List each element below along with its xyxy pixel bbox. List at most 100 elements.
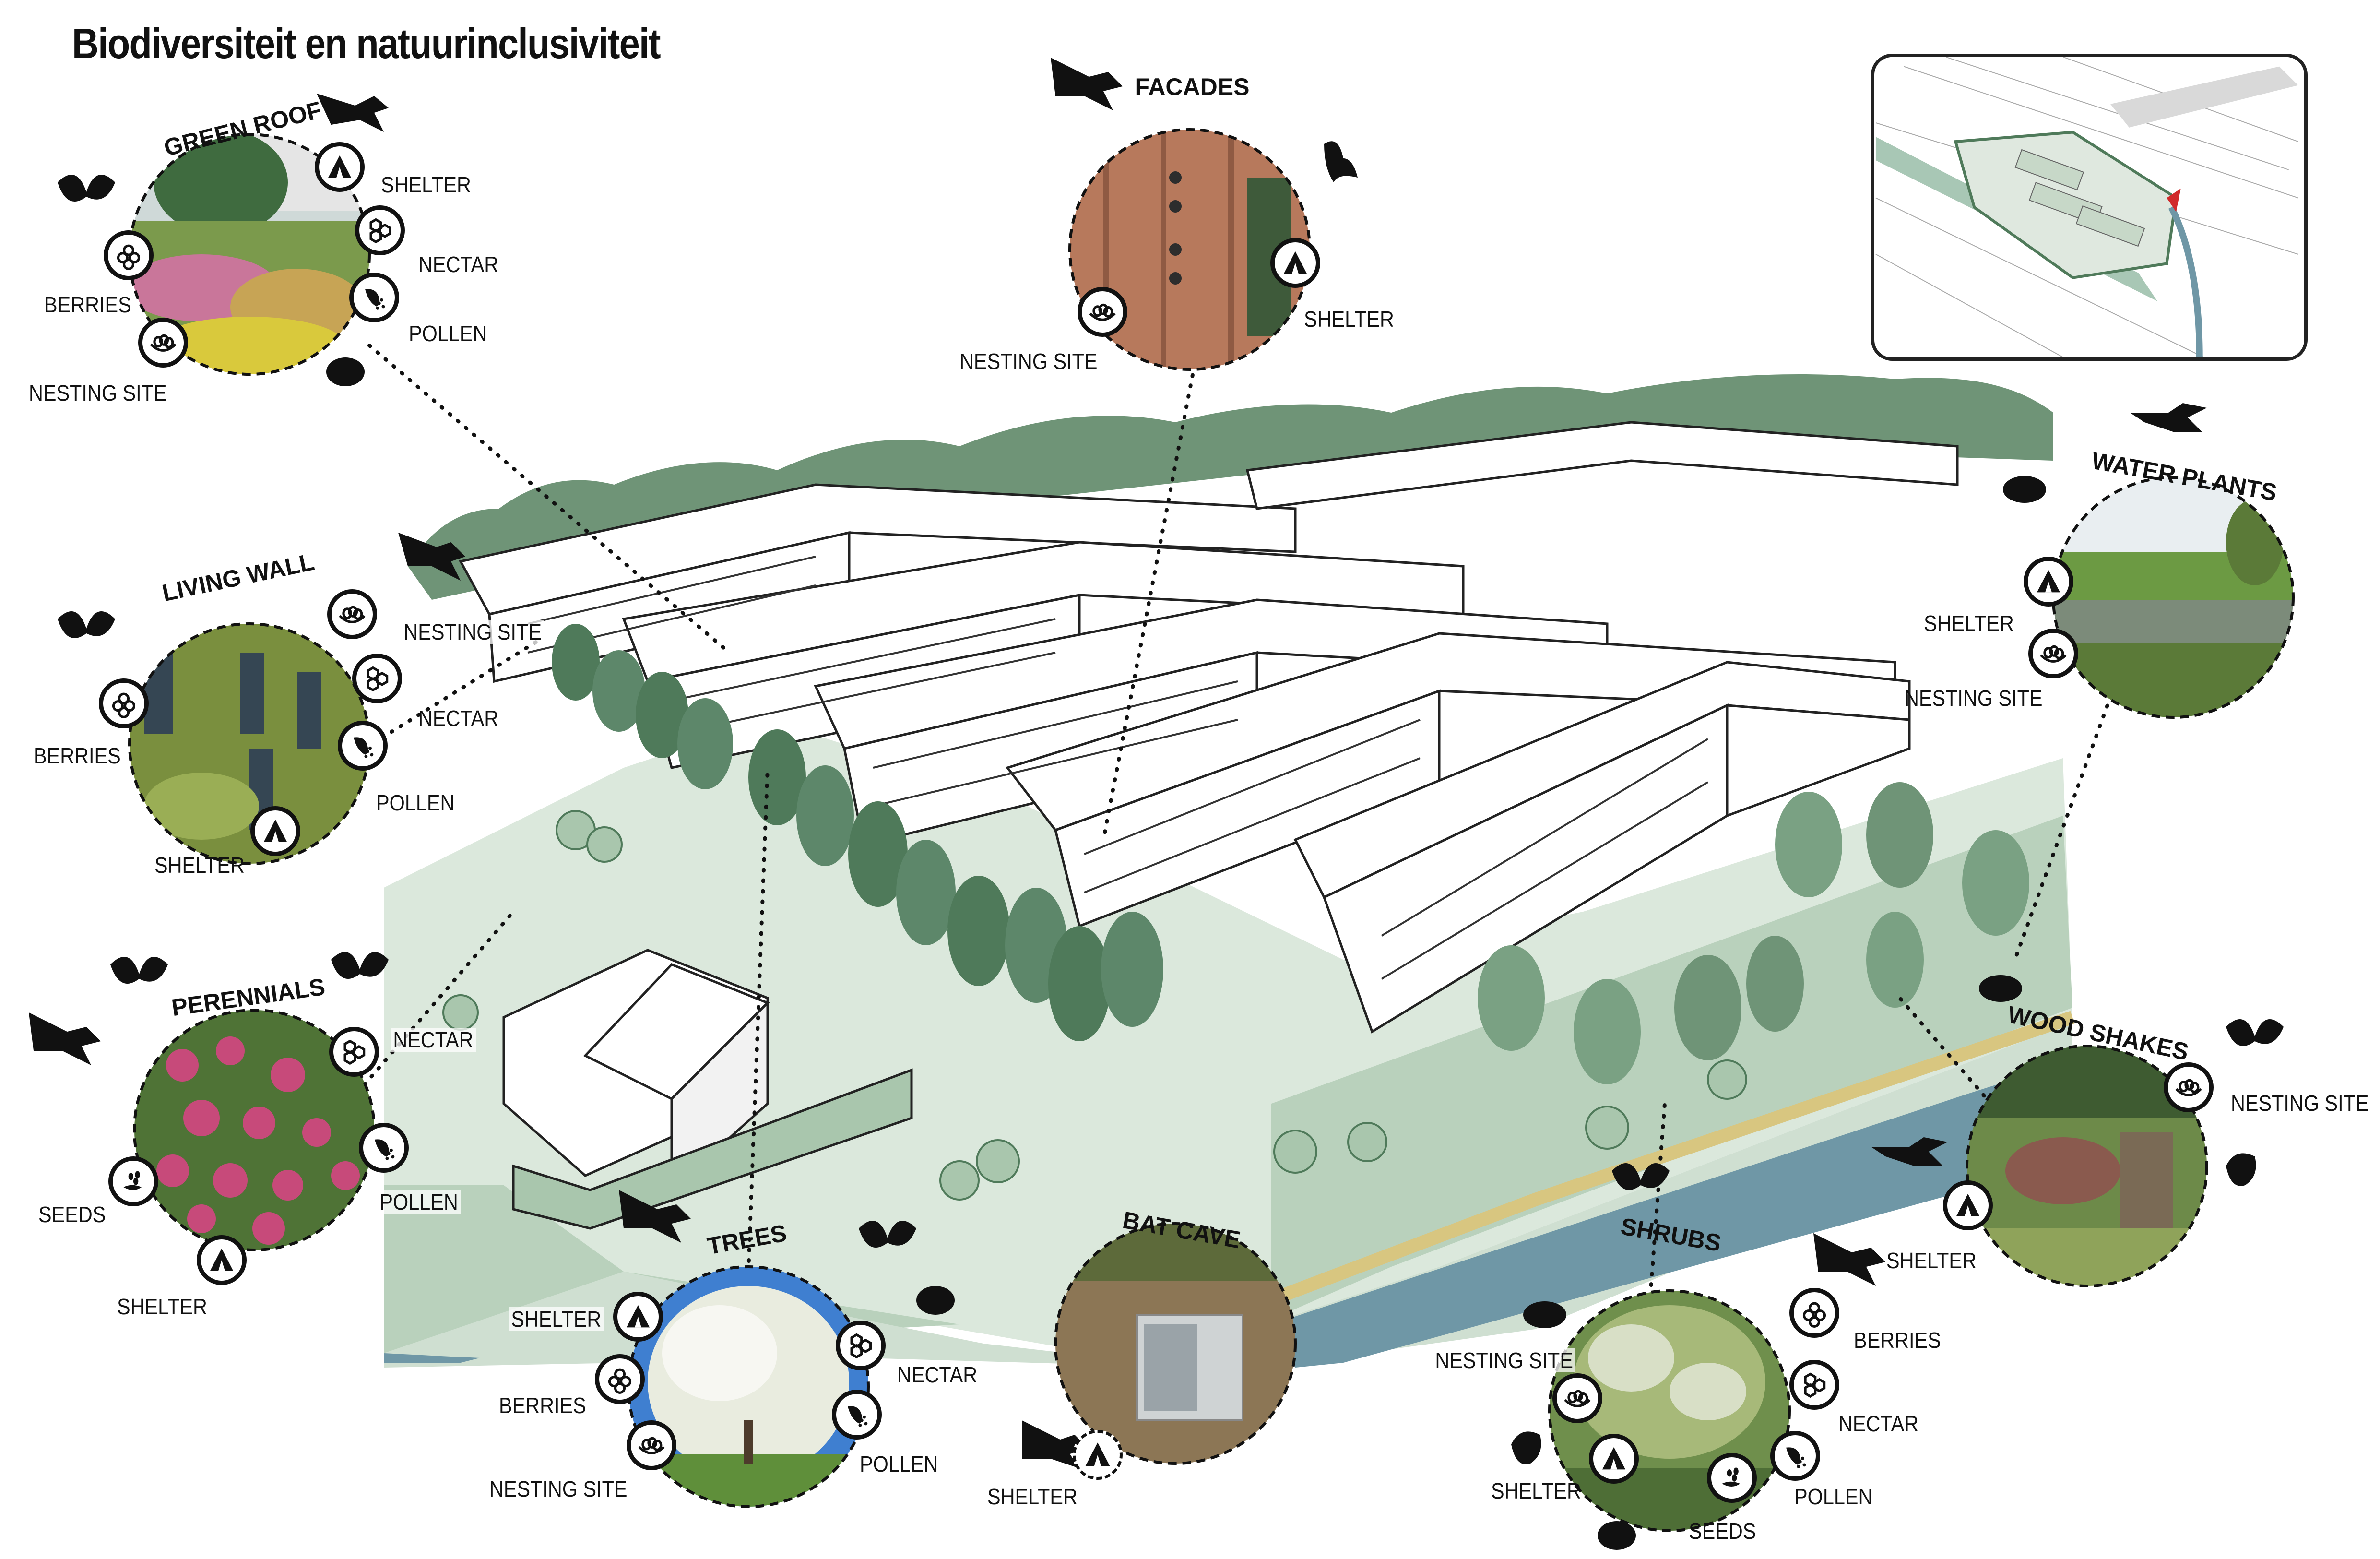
bird-silhouette — [29, 1012, 101, 1065]
tent-icon — [250, 806, 300, 856]
shelter-label: SHELTER — [987, 1484, 1078, 1509]
nesting-site-label: NESTING SITE — [489, 1476, 628, 1501]
shelter-label: SHELTER — [1304, 307, 1394, 332]
shelter-label: SHELTER — [381, 172, 471, 197]
pollen-label: POLLEN — [860, 1452, 938, 1476]
bird-silhouette — [317, 94, 389, 132]
shelter-label: SHELTER — [117, 1294, 207, 1319]
animal-silhouettes — [29, 58, 2284, 1550]
berries-label: BERRIES — [499, 1393, 586, 1418]
nectar-label: NECTAR — [391, 1028, 476, 1052]
lizard-silhouette — [1871, 1137, 1948, 1166]
tent-icon — [197, 1235, 247, 1285]
seeds-icon — [1707, 1453, 1757, 1503]
window-rows — [527, 556, 1709, 980]
pollen-label: POLLEN — [409, 321, 487, 346]
tent-icon — [1073, 1430, 1123, 1480]
water-plants-photo — [2052, 476, 2295, 719]
living-wall-photo — [128, 622, 371, 865]
bird-silhouette — [398, 533, 465, 581]
wood-shakes-photo — [1966, 1045, 2208, 1287]
shelter-label: SHELTER — [1924, 611, 2014, 636]
reed-edge — [1255, 1011, 2075, 1312]
butterfly-silhouette — [331, 952, 389, 979]
honeycomb-icon — [836, 1321, 886, 1370]
berries-icon — [1789, 1288, 1839, 1338]
otter-silhouette — [2226, 1153, 2256, 1186]
bee-silhouette — [1598, 1521, 1636, 1550]
berries-label: BERRIES — [44, 292, 131, 317]
tent-icon — [1589, 1434, 1639, 1484]
bird-silhouette — [619, 1190, 691, 1243]
pollen-icon — [1770, 1431, 1820, 1481]
tent-icon — [315, 142, 365, 192]
butterfly-silhouette — [1612, 1163, 1670, 1190]
trees-photo — [627, 1265, 870, 1508]
nectar-label: NECTAR — [1838, 1411, 1919, 1436]
shrub-clusters — [442, 810, 1747, 1201]
bee-silhouette — [916, 1286, 955, 1315]
tent-icon — [2024, 557, 2073, 607]
tent-icon — [1270, 238, 1320, 288]
otter-silhouette — [1511, 1431, 1541, 1464]
butterfly-silhouette — [2226, 1019, 2284, 1046]
shrubs-photo — [1548, 1289, 1791, 1532]
nesting-site-label: NESTING SITE — [29, 381, 167, 405]
nest-icon — [327, 589, 377, 639]
berries-label: BERRIES — [34, 743, 121, 768]
butterfly-silhouette — [110, 957, 168, 984]
berries-label: BERRIES — [1854, 1328, 1941, 1353]
bat-silhouette — [1324, 141, 1358, 182]
canal — [1271, 1060, 2072, 1368]
nesting-site-label: NESTING SITE — [401, 620, 545, 644]
honeycomb-icon — [355, 205, 405, 255]
pollen-label: POLLEN — [1794, 1484, 1873, 1509]
nest-icon — [2164, 1062, 2214, 1112]
pollen-label: POLLEN — [377, 1190, 461, 1214]
pollen-icon — [359, 1123, 409, 1173]
frog-silhouette — [2003, 476, 2046, 503]
nectar-label: NECTAR — [418, 706, 499, 731]
shelter-label: SHELTER — [1491, 1478, 1581, 1503]
page-title: Biodiversiteit en natuurinclusiviteit — [72, 20, 661, 67]
bird-silhouette — [1813, 1233, 1885, 1286]
site-map-inset — [1871, 54, 2308, 361]
berries-icon — [104, 230, 154, 280]
street-trees — [552, 624, 2029, 1084]
honeycomb-icon — [352, 654, 402, 703]
nesting-site-label: NESTING SITE — [959, 349, 1098, 374]
parking-block — [512, 963, 913, 1230]
nest-icon — [2028, 629, 2078, 678]
shelter-label: SHELTER — [509, 1307, 604, 1331]
nest-icon — [138, 318, 188, 368]
nesting-site-label: NESTING SITE — [2231, 1091, 2369, 1116]
tent-icon — [1943, 1180, 1993, 1230]
shelter-label: SHELTER — [154, 853, 245, 878]
canal-west — [384, 1353, 480, 1363]
butterfly-silhouette — [58, 611, 115, 638]
seeds-label: SEEDS — [38, 1202, 106, 1227]
bat-cave-photo — [1054, 1222, 1297, 1465]
nest-icon — [1078, 287, 1127, 337]
nest-icon — [627, 1420, 676, 1470]
nectar-label: NECTAR — [897, 1362, 978, 1387]
butterfly-silhouette — [58, 175, 115, 202]
facades-title: FACADES — [1135, 73, 1250, 100]
honeycomb-icon — [329, 1027, 379, 1077]
pollen-icon — [349, 273, 399, 322]
frog-silhouette — [1523, 1301, 1566, 1328]
bee-silhouette — [326, 357, 365, 386]
leader-lines — [363, 344, 2113, 1297]
butterfly-silhouette — [859, 1221, 916, 1248]
pollen-label: POLLEN — [376, 790, 455, 815]
living-wall-title: LIVING WALL — [160, 548, 317, 607]
tent-icon — [613, 1292, 663, 1342]
honeycomb-icon — [1789, 1360, 1839, 1410]
shelter-label: SHELTER — [1886, 1248, 1977, 1273]
seeds-label: SEEDS — [1689, 1519, 1756, 1544]
nesting-site-label: NESTING SITE — [1905, 686, 2043, 711]
nectar-label: NECTAR — [418, 252, 499, 277]
bird-silhouette — [1022, 1420, 1089, 1468]
lizard-silhouette — [2130, 403, 2207, 432]
nest-icon — [1552, 1373, 1602, 1423]
